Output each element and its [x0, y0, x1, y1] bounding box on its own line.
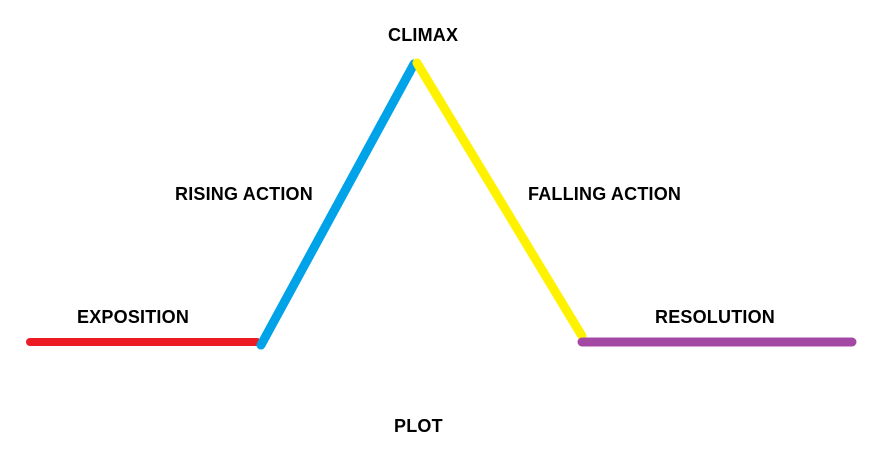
rising-action-line — [256, 59, 419, 350]
exposition-label: EXPOSITION — [77, 307, 190, 327]
climax-label: CLIMAX — [388, 25, 459, 45]
falling-action-line — [412, 58, 587, 341]
rising-action-label: RISING ACTION — [175, 184, 313, 204]
falling-action-label: FALLING ACTION — [528, 184, 682, 204]
plot-title: PLOT — [394, 416, 443, 436]
resolution-label: RESOLUTION — [655, 307, 776, 327]
